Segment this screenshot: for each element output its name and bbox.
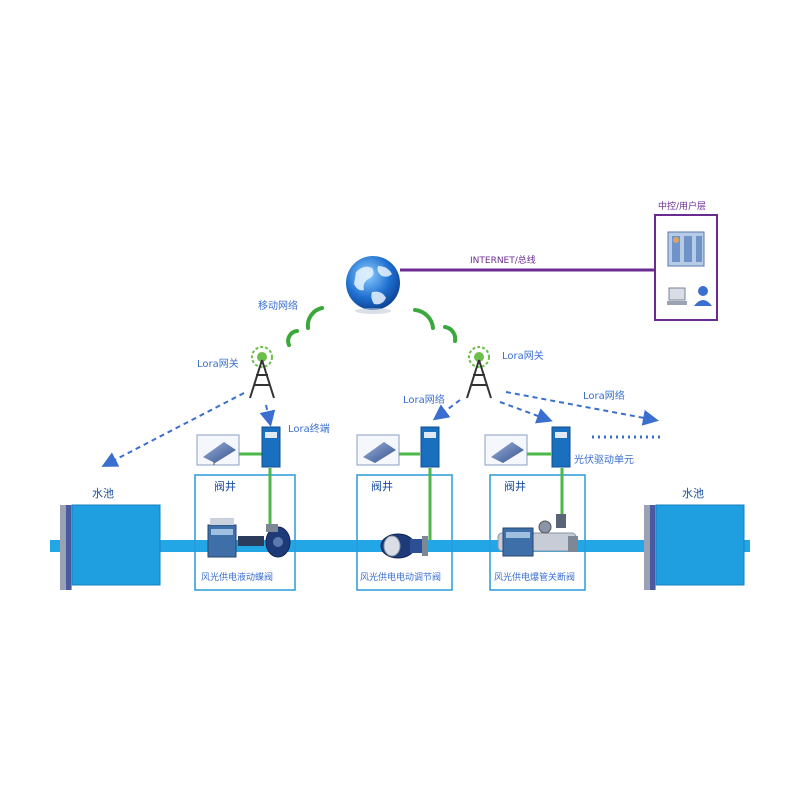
pv-drive-unit-label: 光伏驱动单元 — [574, 455, 634, 466]
server-rack-icon — [667, 231, 705, 267]
valve-caption-1: 风光供电液动蝶阀 — [201, 573, 274, 583]
pool-left — [60, 504, 161, 590]
pool-right — [644, 504, 745, 590]
control-cabinet-icon-1 — [261, 426, 281, 468]
lora-dashed-arrows — [101, 391, 659, 467]
valve-well-title-1: 阀井 — [214, 480, 236, 493]
lora-terminal-label: Lora终端 — [288, 424, 330, 435]
control-room-box — [654, 214, 718, 321]
internet-label: INTERNET/总线 — [470, 256, 536, 266]
computer-user-icon — [667, 286, 712, 306]
valve-caption-2: 风光供电电动调节阀 — [360, 573, 442, 583]
lora-gateway-right-label: Lora网关 — [502, 351, 544, 362]
solar-panel-icon-3 — [484, 434, 528, 466]
valve-well-box-2 — [356, 474, 453, 591]
pool-right-label: 水池 — [682, 487, 704, 500]
lora-tower-icon-left — [249, 346, 275, 399]
valve-caption-3: 风光供电爆管关断阀 — [494, 573, 576, 583]
valve-well-title-3: 阀井 — [504, 480, 526, 493]
control-cabinet-icon-3 — [551, 426, 571, 468]
solar-panel-icon-2 — [356, 434, 400, 466]
valve-well-title-2: 阀井 — [371, 480, 393, 493]
mobile-signal-icon-right — [413, 308, 458, 343]
valve-well-box-1 — [194, 474, 296, 591]
valve-well-box-3 — [489, 474, 586, 591]
lora-network-right-label: Lora网络 — [583, 391, 625, 402]
globe-icon — [346, 256, 400, 314]
burst-shutoff-valve-icon — [497, 514, 578, 557]
mobile-signal-icon-left — [286, 306, 324, 347]
hydraulic-butterfly-valve-icon — [207, 518, 291, 558]
lora-tower-icon-right — [466, 346, 492, 399]
pool-left-label: 水池 — [92, 487, 114, 500]
solar-panel-icon-1 — [196, 434, 240, 466]
control-room-label: 中控/用户层 — [658, 202, 707, 212]
control-cabinet-icon-2 — [420, 426, 440, 468]
lora-network-mid-label: Lora网络 — [403, 395, 445, 406]
electric-regulating-valve-icon — [380, 533, 428, 559]
power-wires — [239, 452, 564, 540]
lora-gateway-left-label: Lora网关 — [197, 359, 239, 370]
mobile-network-label: 移动网络 — [258, 301, 298, 312]
